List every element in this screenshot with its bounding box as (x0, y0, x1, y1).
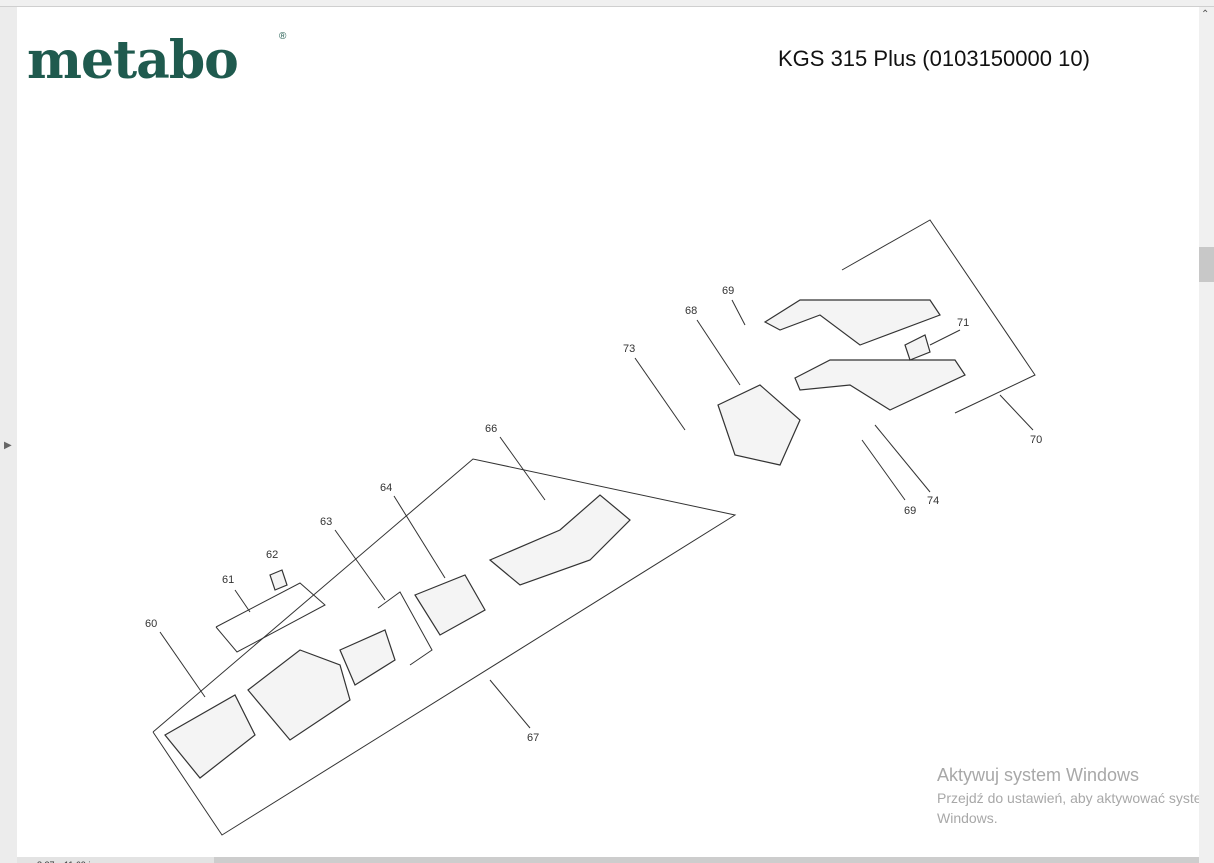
part-label-69: 69 (722, 285, 734, 297)
diagram-lines (152, 219, 1036, 836)
part-label-66: 66 (485, 423, 497, 435)
part-66-armature (488, 494, 631, 586)
activation-watermark-text: Przejdź do ustawień, aby aktywować syste… (937, 788, 1199, 828)
page-size-status: 8.27 x 11.69 in (17, 857, 232, 863)
part-label-73: 73 (623, 343, 635, 355)
part-63-brushes (339, 629, 396, 686)
watermark-line-3: Windows. (937, 810, 998, 826)
diagram-parts (164, 299, 966, 779)
document-title: KGS 315 Plus (0103150000 10) (778, 46, 1090, 71)
part-71-switch (904, 334, 931, 361)
part-60-cover (164, 694, 256, 779)
part-label-63: 63 (320, 516, 332, 528)
top-border (0, 0, 1214, 7)
part-68-plate (717, 384, 801, 466)
activation-watermark-title: Aktywuj system Windows (937, 765, 1140, 785)
part-60-housing (247, 649, 351, 741)
part-70-handle-lower (794, 359, 966, 411)
vertical-scroll-thumb[interactable] (1199, 247, 1214, 282)
part-62 (269, 569, 288, 591)
vertical-scrollbar[interactable]: ⌃ (1199, 7, 1214, 863)
part-label-68: 68 (685, 305, 697, 317)
part-label-71: 71 (957, 317, 969, 329)
part-label-61: 61 (222, 574, 234, 586)
part-label-64: 64 (380, 482, 392, 494)
horizontal-scrollbar[interactable] (214, 857, 1199, 863)
part-70-handle-upper (763, 299, 941, 346)
metabo-logo: metabo (27, 30, 239, 91)
part-label-62: 62 (266, 549, 278, 561)
part-label-69b: 69 (904, 505, 916, 517)
part-64-stator (414, 574, 486, 636)
scroll-up-icon[interactable]: ⌃ (1201, 9, 1210, 20)
expand-panel-icon[interactable]: ▶ (4, 440, 12, 451)
part-label-74: 74 (927, 495, 939, 507)
registered-mark: ® (279, 31, 287, 42)
part-label-70: 70 (1030, 434, 1042, 446)
part-label-60: 60 (145, 618, 157, 630)
watermark-line-2: Przejdź do ustawień, aby aktywować syste… (937, 790, 1199, 806)
side-panel[interactable]: ▶ (0, 7, 17, 863)
part-label-67: 67 (527, 732, 539, 744)
